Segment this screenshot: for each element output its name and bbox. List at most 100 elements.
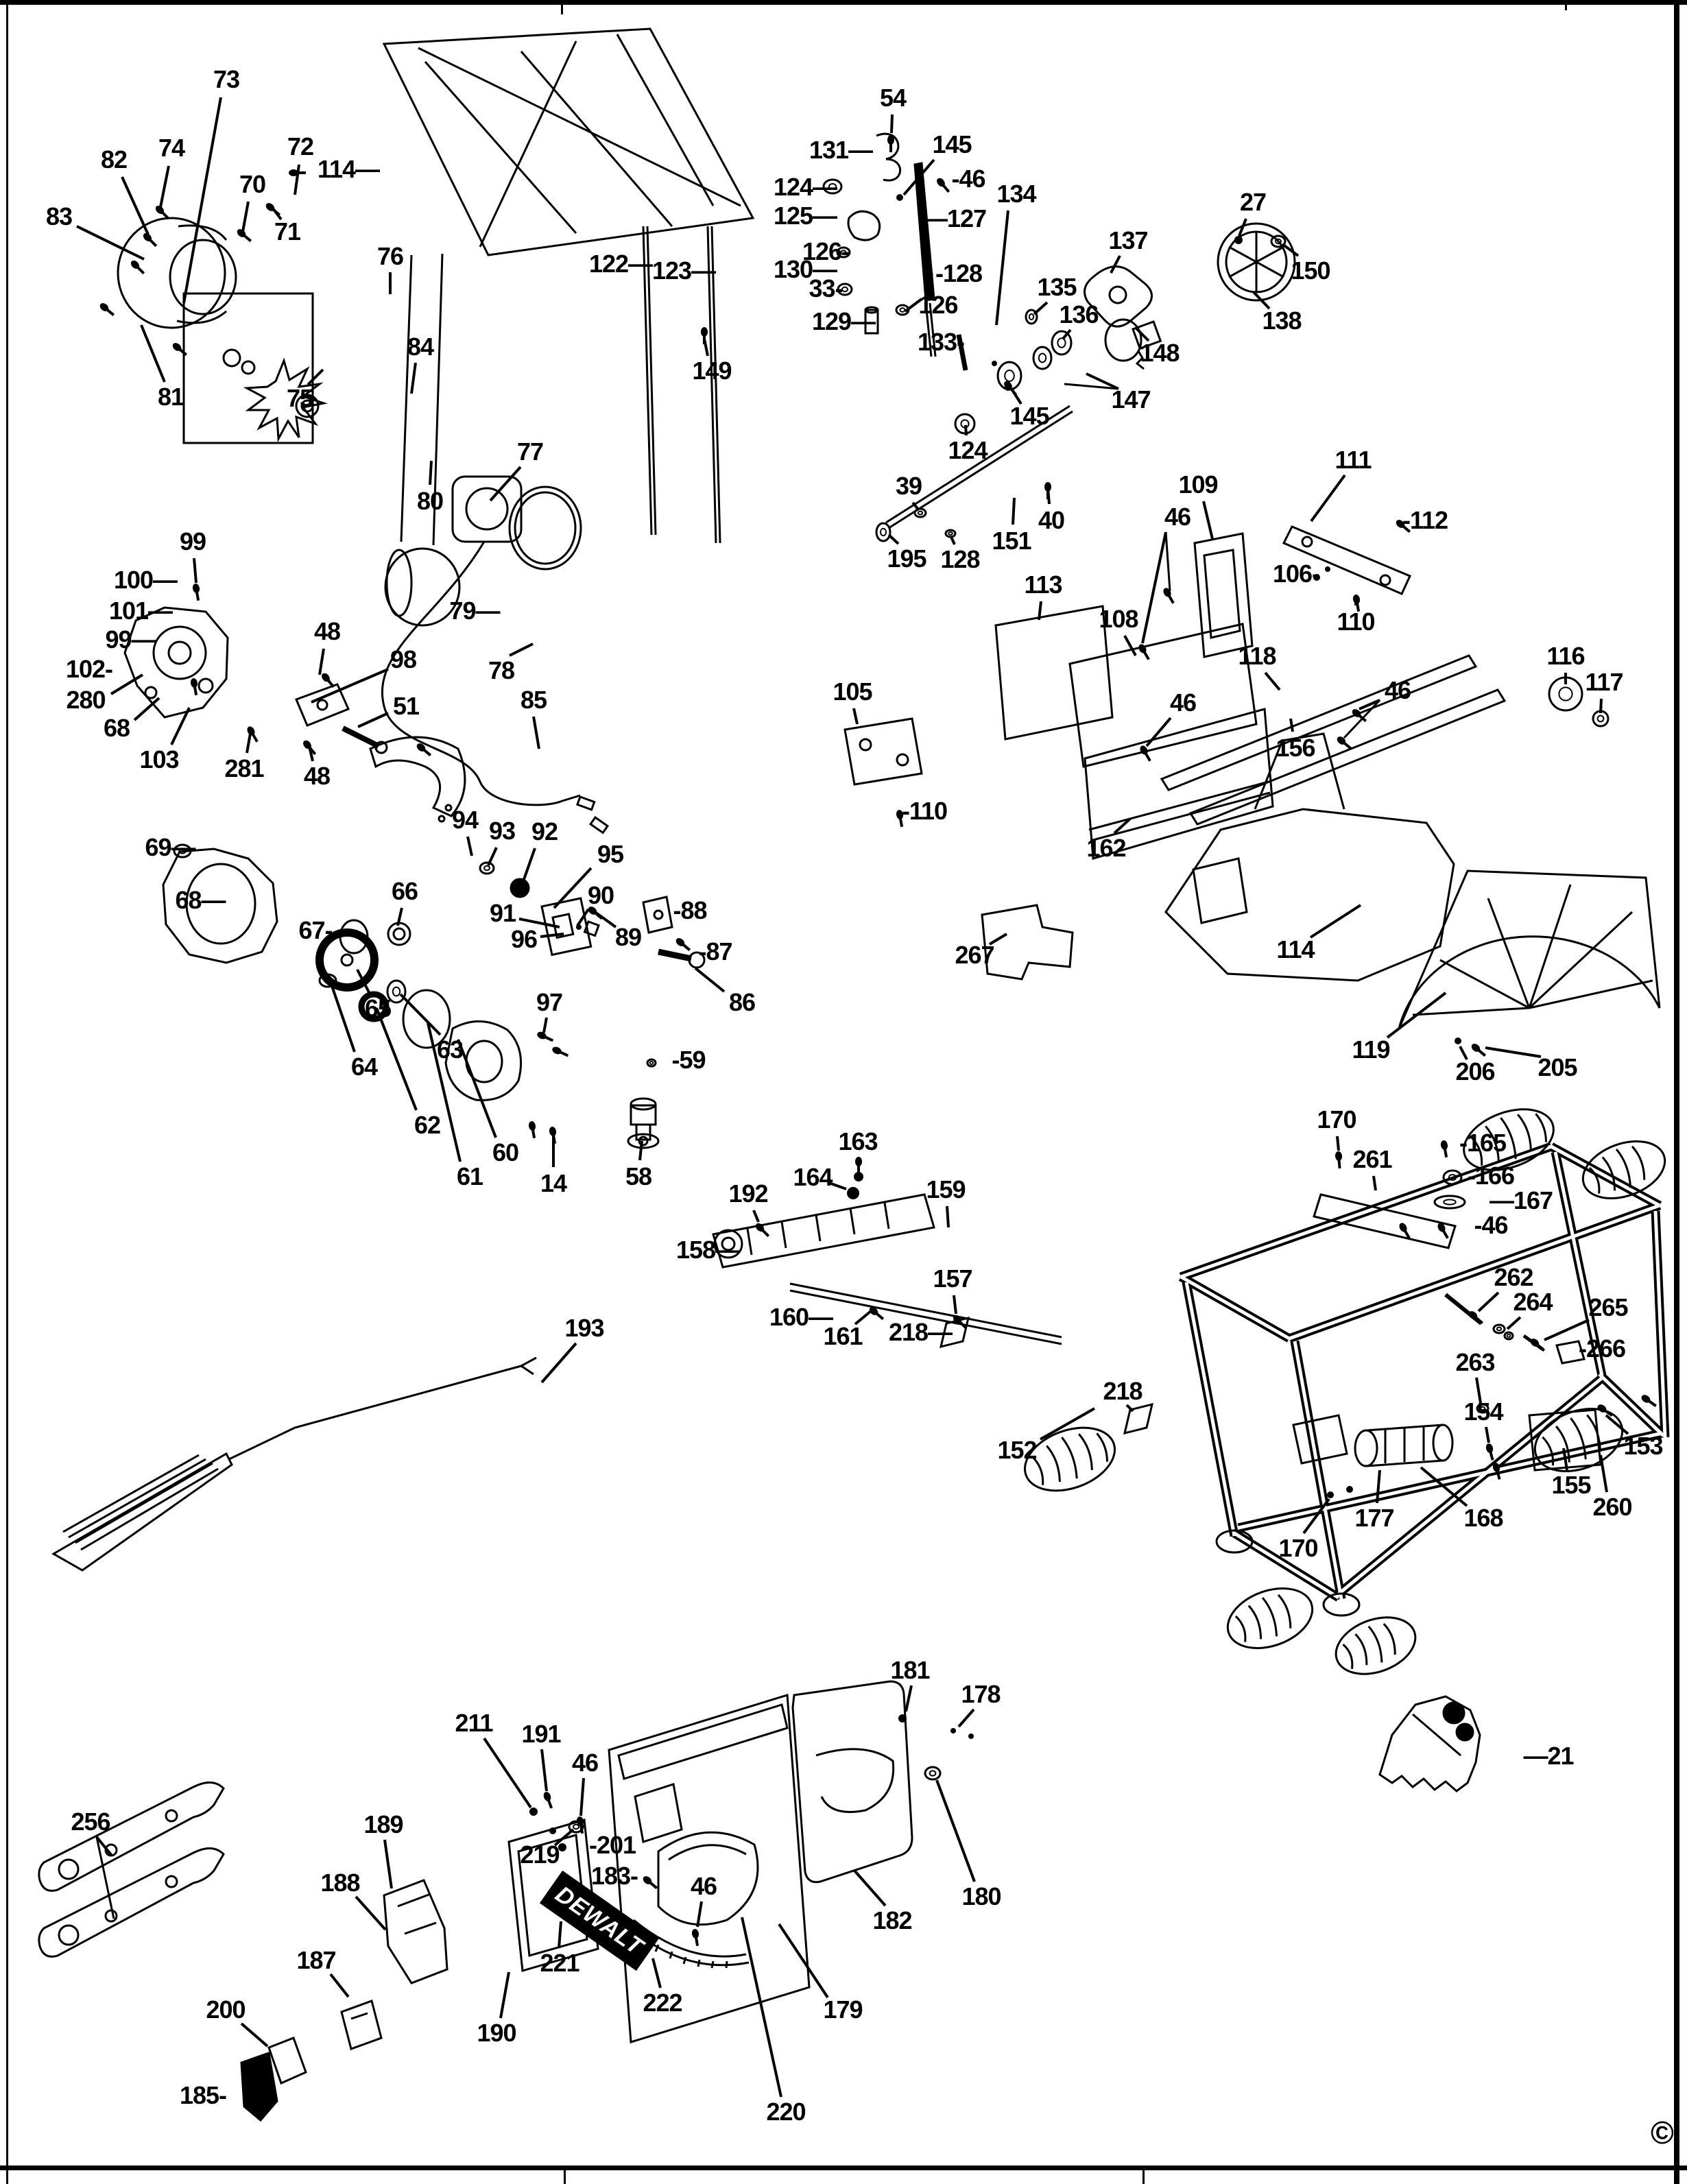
leader-line: [1372, 1175, 1377, 1191]
screw-glyph: [192, 584, 200, 601]
screw-glyph: [701, 327, 708, 344]
leader-line: [489, 466, 522, 502]
washer-glyph: [1270, 235, 1287, 248]
washer-glyph: [1032, 346, 1053, 370]
part-label: 76: [376, 242, 404, 270]
part-label: 280: [66, 686, 106, 714]
part-label: 164: [793, 1163, 833, 1191]
screw-glyph: [1396, 520, 1411, 533]
leader-line: [1475, 1377, 1482, 1404]
screw-glyph: [1492, 1463, 1501, 1480]
screw-glyph: [643, 1876, 658, 1890]
part-label: 99: [179, 527, 206, 555]
part-label: 46: [1384, 676, 1411, 704]
part-label: 219: [520, 1840, 560, 1869]
part-label: 281: [224, 754, 264, 782]
screw-glyph: [265, 203, 281, 217]
part-label: 218: [1103, 1377, 1142, 1405]
leader-line: [696, 1901, 703, 1928]
part-label: 137: [1108, 226, 1148, 254]
leader-line: [1238, 218, 1247, 237]
part-label: 70: [239, 170, 266, 198]
screw-glyph: [1138, 644, 1150, 660]
washer-glyph: [836, 246, 851, 259]
leader-line: [542, 1017, 548, 1033]
part-label: 162: [1086, 834, 1126, 862]
part-label: 158—: [675, 1236, 740, 1264]
leader-line: [483, 1737, 532, 1809]
part-label: 46: [1164, 503, 1191, 531]
leader-line: [193, 557, 198, 584]
leader-line: [355, 1895, 387, 1931]
screw-glyph: [130, 260, 145, 275]
part-label: 124—: [773, 173, 837, 201]
part-label: 113: [1024, 571, 1062, 599]
part-label: 83: [45, 202, 73, 230]
small-part-dot: [950, 1728, 956, 1733]
part-label: 161: [823, 1322, 863, 1350]
screw-glyph: [896, 810, 904, 828]
part-label: 109: [1178, 470, 1218, 499]
screw-glyph: [1335, 1151, 1343, 1169]
part-label: 97: [536, 988, 563, 1016]
leader-line: [1386, 992, 1447, 1039]
leader-line: [1605, 1414, 1629, 1435]
part-label: 69—: [145, 833, 195, 861]
washer-glyph: [479, 861, 495, 875]
part-label: 256: [71, 1808, 110, 1836]
screw-glyph: [1140, 745, 1151, 762]
part-label: 111: [1335, 446, 1372, 474]
part-label: 188: [320, 1869, 360, 1897]
leader-line: [902, 158, 935, 196]
screw-glyph: [1163, 588, 1175, 604]
leader-line: [1336, 1136, 1340, 1151]
part-label: 126-: [802, 237, 850, 265]
part-label: 123—: [651, 256, 716, 285]
part-label: 152: [997, 1436, 1037, 1464]
part-label: 168: [1463, 1504, 1503, 1532]
part-label: 265: [1588, 1293, 1628, 1321]
part-label: 94: [451, 806, 479, 834]
screw-glyph: [887, 135, 894, 152]
small-part-dot: [992, 361, 997, 366]
screw-glyph: [1641, 1395, 1657, 1407]
part-label: 128: [940, 545, 980, 573]
part-label: 95: [597, 840, 624, 868]
leader-line: [1086, 372, 1119, 390]
part-label: —167: [1489, 1186, 1553, 1214]
part-label: 181: [890, 1656, 930, 1684]
leader-line: [1110, 255, 1121, 274]
part-label: 85: [520, 686, 547, 714]
screw-glyph: [543, 1792, 553, 1809]
screw-glyph: [1337, 736, 1352, 750]
part-label: 75: [286, 384, 313, 412]
part-label: 145: [932, 130, 972, 158]
leader-line: [1599, 1454, 1608, 1493]
part-label: 71: [274, 217, 301, 245]
leader-line: [854, 1310, 872, 1325]
part-label: 114—: [317, 155, 380, 183]
leader-line: [1012, 497, 1016, 525]
washer-glyph: [1548, 676, 1583, 712]
part-label: 260: [1592, 1493, 1632, 1521]
screw-glyph: [855, 1157, 862, 1174]
part-label: -266: [1578, 1334, 1626, 1363]
leader-line: [1040, 1407, 1095, 1441]
screw-glyph: [1468, 1311, 1484, 1325]
part-label: 154: [1463, 1397, 1503, 1426]
leader-line: [651, 1958, 662, 1989]
part-label: 157: [933, 1264, 972, 1293]
footer-divider-2: [1142, 2170, 1145, 2184]
part-label: 183-: [590, 1862, 638, 1890]
part-label: 136: [1059, 300, 1099, 328]
screw-glyph: [691, 1929, 699, 1947]
leader-line: [988, 933, 1008, 946]
part-label: 64: [350, 1053, 378, 1081]
part-label: 33-: [809, 274, 843, 302]
leader-line: [383, 1839, 393, 1889]
small-part-dot: [1346, 1486, 1353, 1493]
leader-line: [357, 712, 389, 728]
part-label: 163: [838, 1127, 878, 1155]
leader-line: [294, 164, 300, 195]
